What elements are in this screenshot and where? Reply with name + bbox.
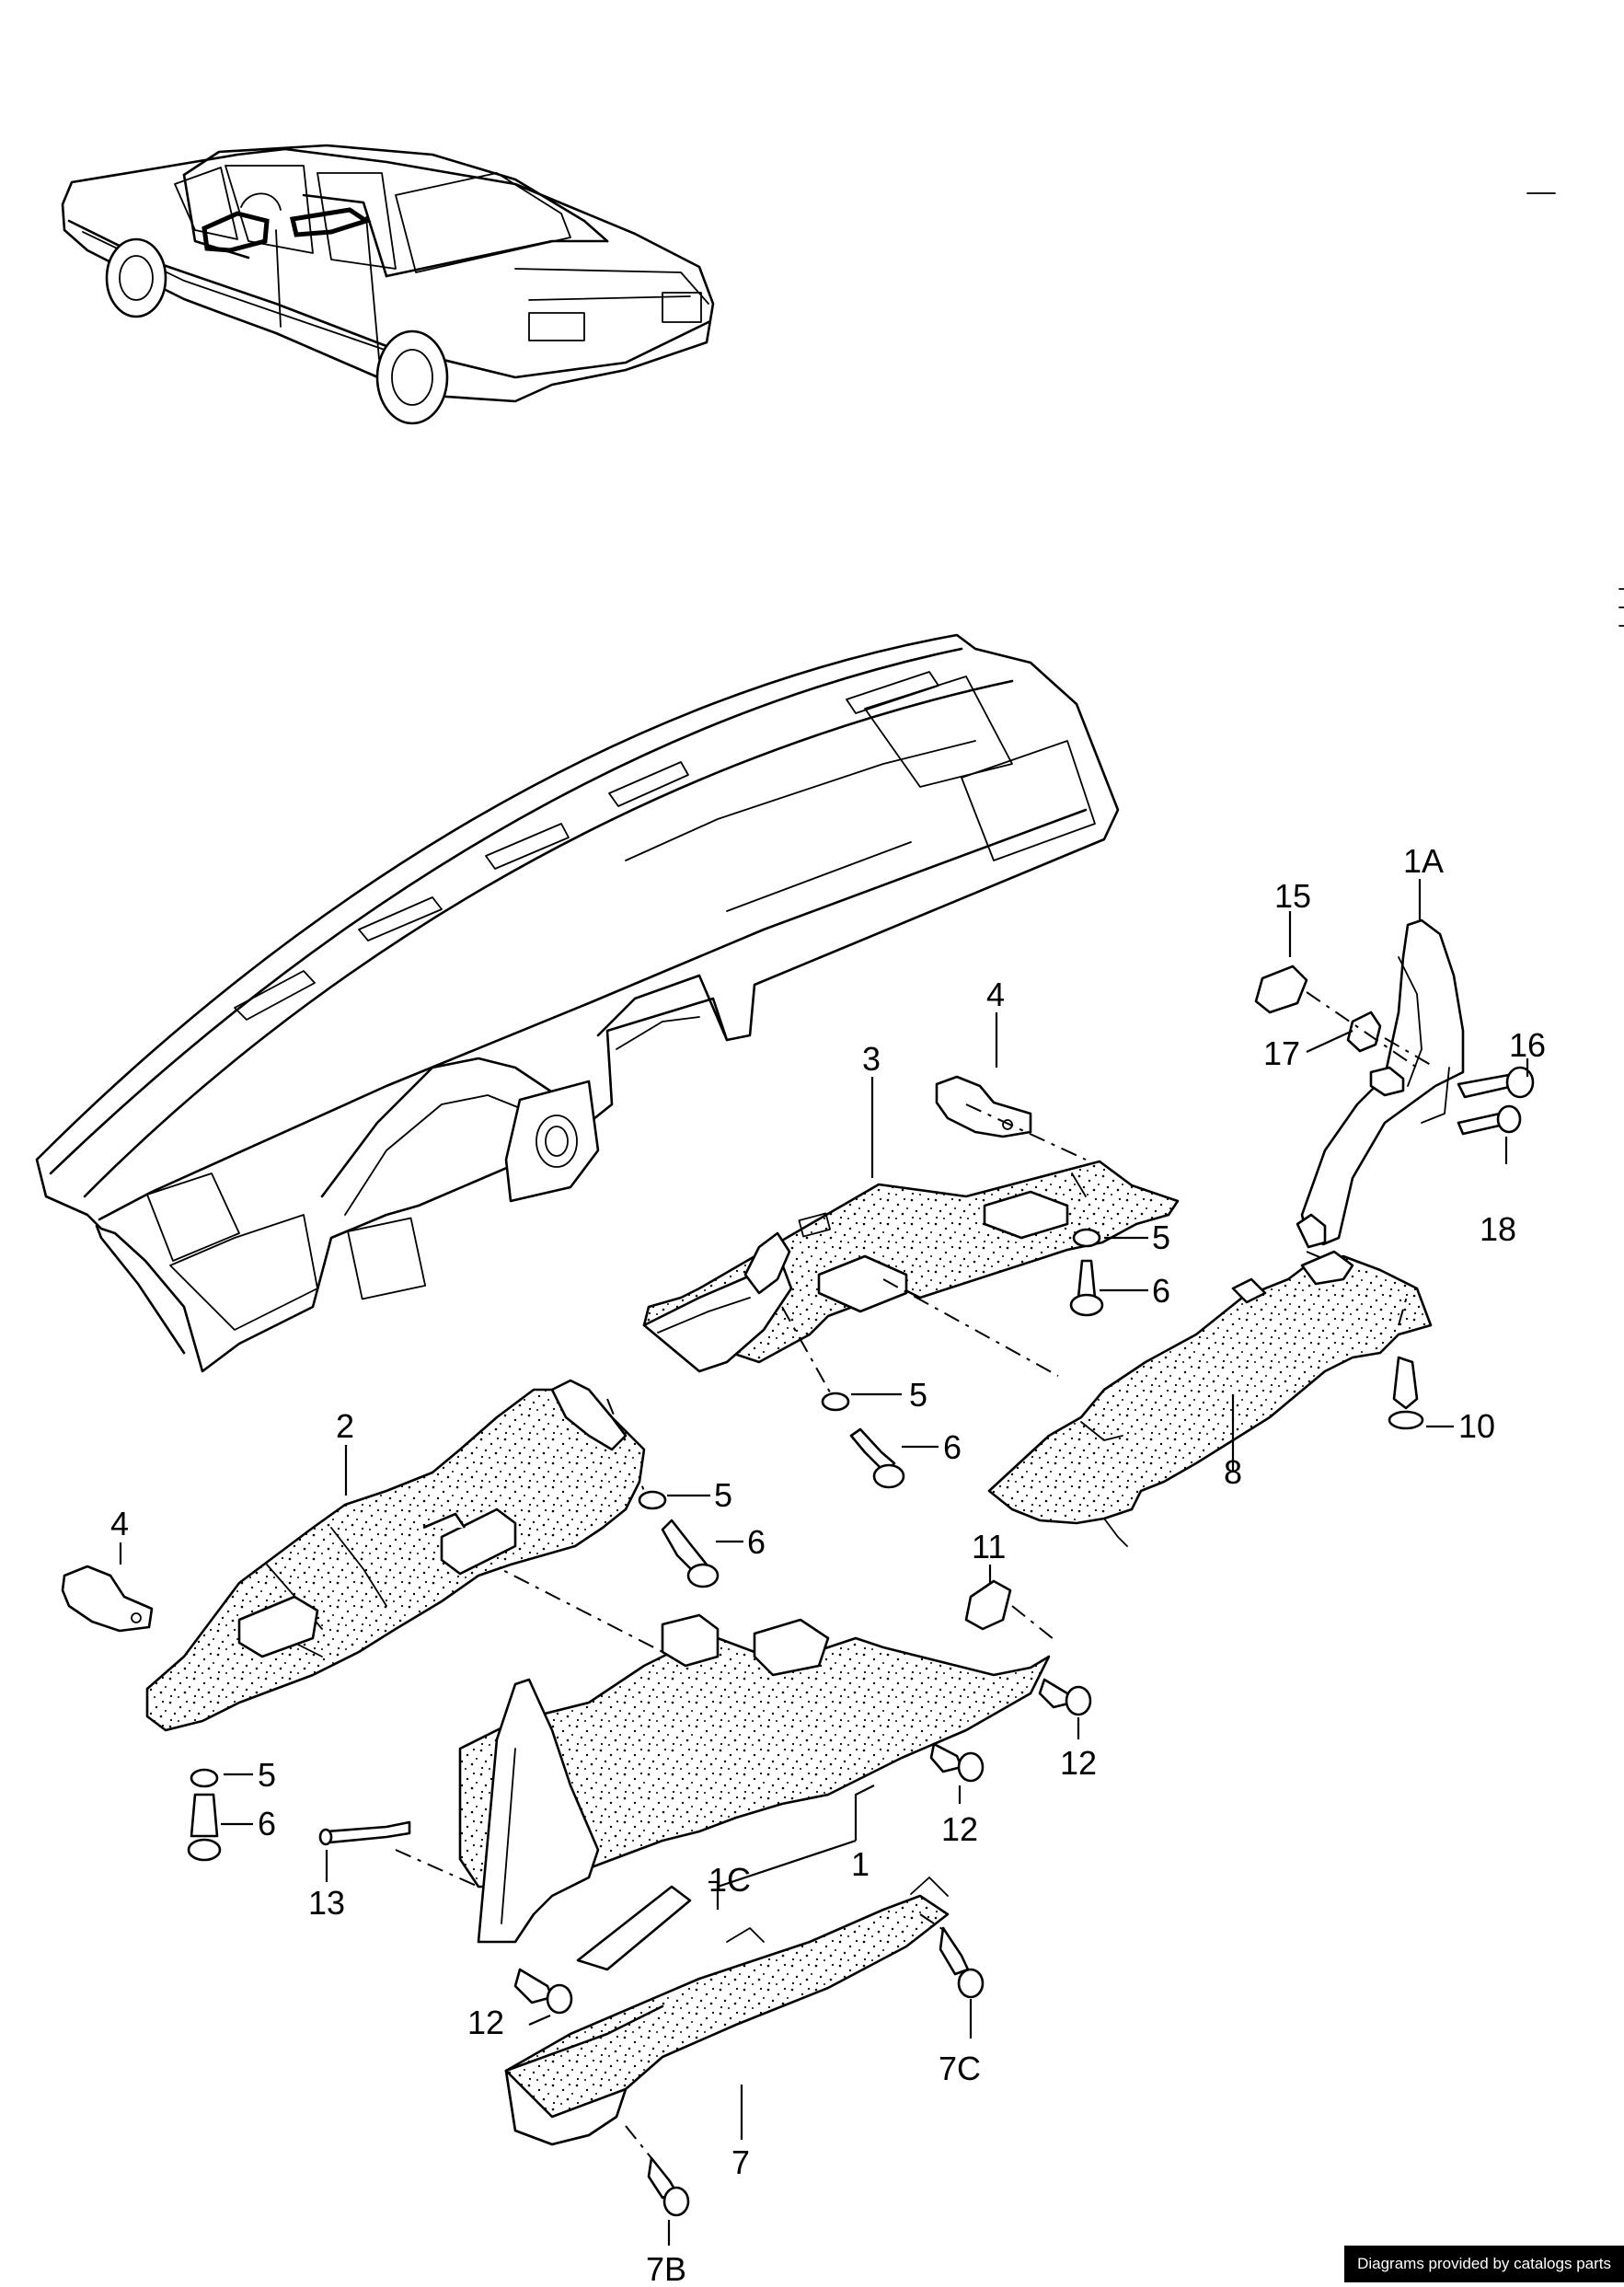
insulation-pad-2-illustration (145, 1379, 646, 1732)
dashboard-panel-illustration (35, 633, 1120, 1373)
diagram-credit: Diagrams provided by catalogs parts (1344, 2246, 1624, 2282)
car-overview-illustration (61, 144, 715, 425)
insulation-pad-3-illustration (642, 1160, 1180, 1373)
callout-7B: 7B (646, 2250, 686, 2282)
callout-17: 17 (1263, 1034, 1300, 1072)
callout-6-b: 6 (943, 1428, 962, 1466)
trim-strip-8-illustration (987, 1250, 1433, 1547)
washer-screw-set-c (638, 1490, 720, 1588)
callout-18: 18 (1480, 1210, 1516, 1248)
callout-10: 10 (1458, 1407, 1495, 1445)
callout-7C: 7C (939, 2050, 981, 2087)
callout-4-upper: 4 (986, 976, 1005, 1013)
screw-12-b (929, 1742, 985, 1783)
washer-screw-set-d (187, 1768, 222, 1862)
bracket-4-lower-illustration (61, 1565, 154, 1633)
screw-16 (1457, 1066, 1535, 1099)
pin-13 (318, 1820, 411, 1846)
callout-8: 8 (1224, 1453, 1242, 1491)
callout-13: 13 (308, 1884, 345, 1922)
callout-6-d: 6 (258, 1805, 276, 1842)
callout-12-c: 12 (467, 2004, 504, 2041)
screw-12-a (1038, 1678, 1092, 1716)
storage-tray-7-illustration (504, 1877, 950, 2173)
callout-12-b: 12 (941, 1810, 978, 1848)
callout-3: 3 (862, 1040, 881, 1078)
callout-labels: 1A 15 16 17 18 4 3 5 6 5 6 10 8 2 5 6 4 … (110, 842, 1546, 2287)
callout-1A: 1A (1403, 842, 1444, 880)
callout-4-lower: 4 (110, 1505, 129, 1542)
callout-15: 15 (1274, 877, 1311, 915)
callout-5-d: 5 (258, 1756, 276, 1794)
bracket-4-upper-illustration (935, 1075, 1032, 1138)
callout-11: 11 (972, 1528, 1006, 1565)
washer-screw-set-a (1069, 1228, 1104, 1317)
callout-5-a: 5 (1152, 1219, 1170, 1256)
callout-7: 7 (731, 2143, 750, 2181)
callout-1C: 1C (708, 1861, 751, 1899)
lower-trim-1-illustration (318, 1579, 1059, 1971)
callout-6-a: 6 (1152, 1272, 1170, 1310)
fastener-10 (1388, 1356, 1424, 1430)
washer-screw-set-b (821, 1392, 905, 1489)
side-cover-1A-illustration (1254, 918, 1535, 1299)
callout-5-c: 5 (714, 1476, 732, 1514)
callout-1: 1 (851, 1845, 870, 1883)
screw-12-c (513, 1968, 573, 2015)
callout-12-a: 12 (1060, 1744, 1097, 1782)
screw-7B (647, 2156, 690, 2217)
screw-7C (939, 1926, 985, 1999)
callout-2: 2 (336, 1407, 354, 1445)
callout-leaders (119, 879, 1529, 2246)
callout-6-c: 6 (747, 1523, 766, 1561)
callout-16: 16 (1509, 1026, 1546, 1064)
callout-5-b: 5 (909, 1376, 927, 1414)
screw-18 (1457, 1104, 1522, 1136)
